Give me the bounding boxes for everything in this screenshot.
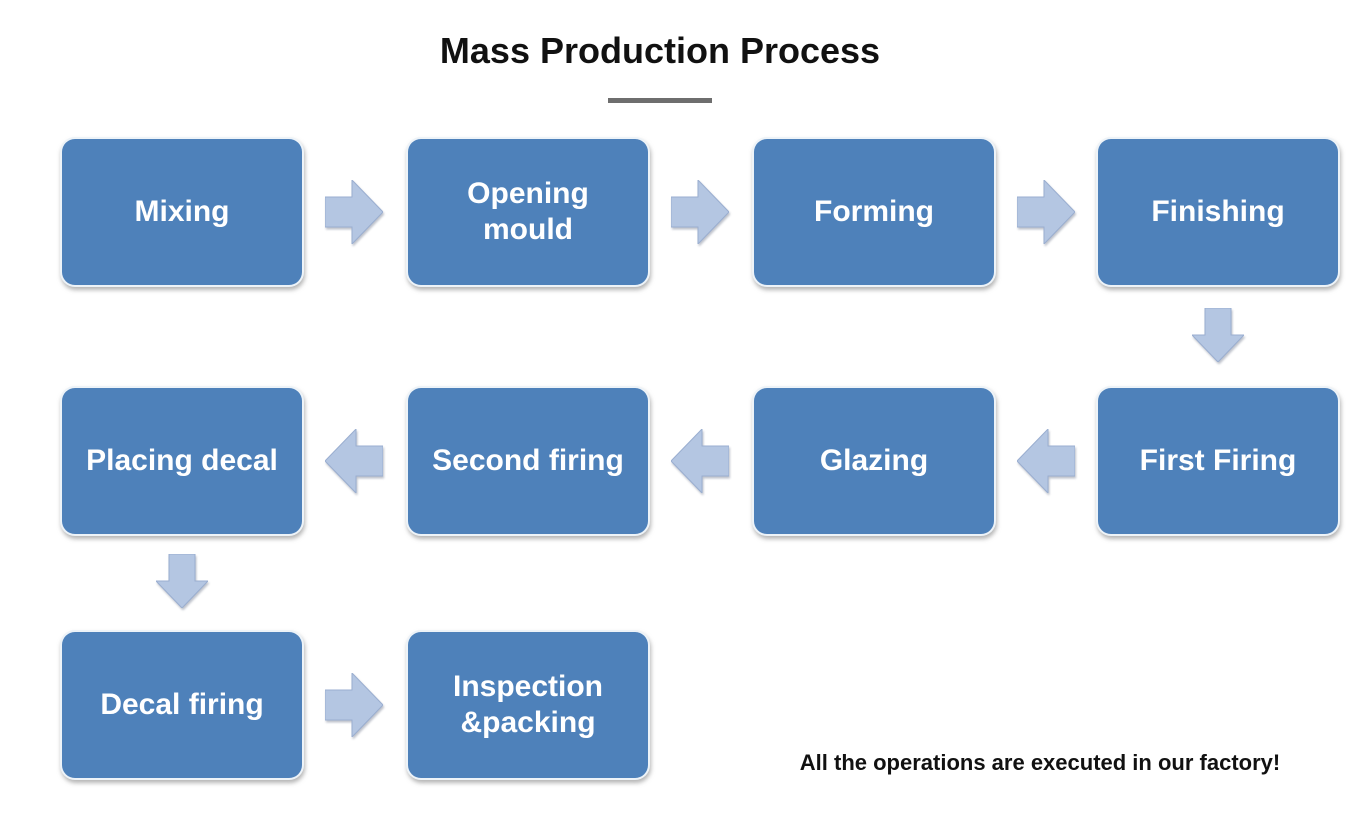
arrow-right-icon <box>324 671 384 739</box>
step-box-finishing: Finishing <box>1096 137 1340 287</box>
arrow-left-icon <box>670 427 730 495</box>
step-box-glazing: Glazing <box>752 386 996 536</box>
step-box-decal-firing: Decal firing <box>60 630 304 780</box>
arrow-left-icon <box>1016 427 1076 495</box>
arrow-down-icon <box>154 553 210 609</box>
step-box-mixing: Mixing <box>60 137 304 287</box>
page-title: Mass Production Process <box>439 30 881 71</box>
step-box-first-firing: First Firing <box>1096 386 1340 536</box>
arrow-down-icon <box>1190 307 1246 363</box>
arrow-right-icon <box>670 178 730 246</box>
arrow-right-icon <box>1016 178 1076 246</box>
step-box-placing-decal: Placing decal <box>60 386 304 536</box>
footer-note: All the operations are executed in our f… <box>799 750 1281 775</box>
arrow-left-icon <box>324 427 384 495</box>
step-box-forming: Forming <box>752 137 996 287</box>
step-box-inspection-packing: Inspection &packing <box>406 630 650 780</box>
step-box-opening-mould: Opening mould <box>406 137 650 287</box>
arrow-right-icon <box>324 178 384 246</box>
step-box-second-firing: Second firing <box>406 386 650 536</box>
title-underline-rule <box>608 98 712 103</box>
